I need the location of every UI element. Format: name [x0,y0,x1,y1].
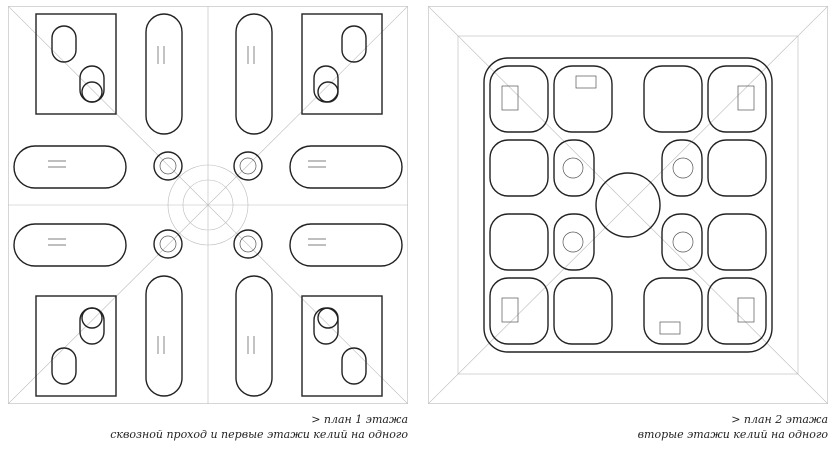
plan-1-caption-title: > план 1 этажа [311,413,408,426]
floor-plan-2-drawing [428,6,828,404]
plan-2-caption: > план 2 этажа вторые этажи келий на одн… [428,412,828,442]
plan-1-caption: > план 1 этажа сквозной проход и первые … [8,412,408,442]
plan-2-caption-subtitle: вторые этажи келий на одного [637,428,828,441]
floor-plan-1 [8,6,408,404]
plan-1-caption-subtitle: сквозной проход и первые этажи келий на … [110,428,408,441]
floor-plan-2 [428,6,828,404]
floor-plan-1-drawing [8,6,408,404]
plan-2-caption-title: > план 2 этажа [731,413,828,426]
